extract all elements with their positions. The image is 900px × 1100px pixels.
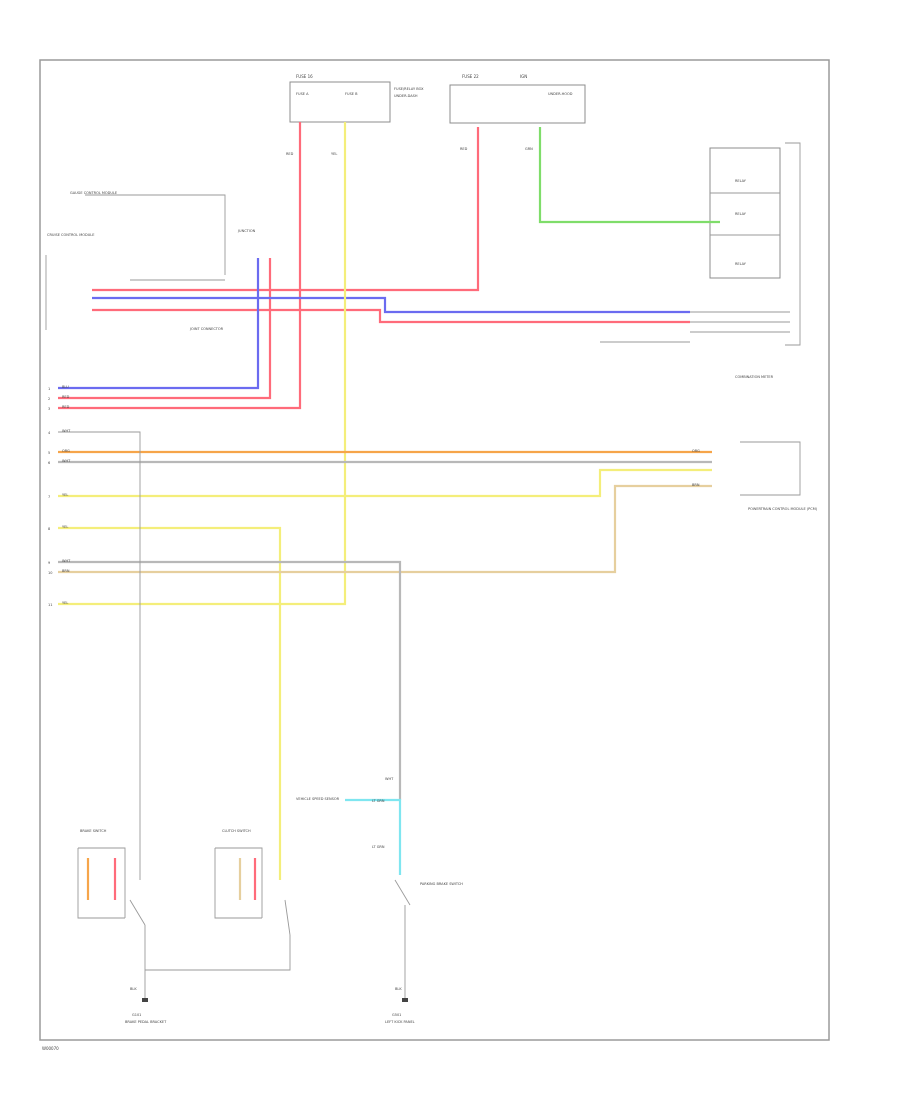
svg-text:PARKING BRAKE SWITCH: PARKING BRAKE SWITCH [420, 882, 463, 886]
junction-connector: JUNCTION JOINT CONNECTOR [189, 229, 256, 331]
svg-text:RELAY: RELAY [735, 262, 747, 266]
svg-text:BLK: BLK [395, 987, 402, 991]
svg-text:8: 8 [48, 527, 50, 531]
svg-text:IGN: IGN [520, 74, 527, 79]
svg-text:RELAY: RELAY [735, 179, 747, 183]
svg-text:G101: G101 [132, 1013, 141, 1017]
svg-text:YEL: YEL [62, 601, 68, 605]
svg-text:9: 9 [48, 561, 50, 565]
svg-text:WHT: WHT [385, 777, 394, 781]
svg-text:GRN: GRN [525, 147, 533, 151]
svg-text:COMBINATION METER: COMBINATION METER [735, 375, 774, 379]
svg-text:UNDER-DASH: UNDER-DASH [394, 94, 418, 98]
svg-text:11: 11 [48, 603, 52, 607]
svg-text:ORG: ORG [62, 449, 70, 453]
svg-text:1: 1 [48, 387, 50, 391]
svg-text:BRN: BRN [62, 569, 70, 573]
svg-text:FUSE 22: FUSE 22 [462, 74, 479, 79]
svg-text:ORG: ORG [692, 449, 700, 453]
svg-text:LT GRN: LT GRN [372, 845, 385, 849]
svg-text:CLUTCH SWITCH: CLUTCH SWITCH [222, 829, 251, 833]
fuse-box-left: FUSE 16 FUSE A FUSE B FUSE/RELAY BOX UND… [289, 74, 424, 123]
diagram-frame [39, 59, 830, 1041]
fuse-box-right: FUSE 22 IGN UNDER-HOOD [449, 74, 586, 124]
svg-text:BRAKE PEDAL BRACKET: BRAKE PEDAL BRACKET [125, 1020, 167, 1024]
svg-text:BRAKE SWITCH: BRAKE SWITCH [80, 829, 107, 833]
svg-text:JUNCTION: JUNCTION [237, 229, 256, 233]
footer-code: W00070 [42, 1046, 59, 1051]
relay-module-right: RELAY RELAY RELAY COMBINATION METER [709, 142, 801, 379]
svg-text:JOINT CONNECTOR: JOINT CONNECTOR [189, 327, 224, 331]
svg-text:WHT: WHT [62, 559, 71, 563]
svg-text:BLK: BLK [130, 987, 137, 991]
svg-text:G501: G501 [392, 1013, 401, 1017]
svg-text:FUSE A: FUSE A [296, 92, 309, 96]
svg-text:FUSE B: FUSE B [345, 92, 358, 96]
svg-text:RELAY: RELAY [735, 212, 747, 216]
svg-text:GAUGE CONTROL MODULE: GAUGE CONTROL MODULE [70, 191, 117, 195]
svg-text:UNDER-HOOD: UNDER-HOOD [548, 92, 573, 96]
parking-brake-switch: PARKING BRAKE SWITCH VEHICLE SPEED SENSO… [296, 797, 463, 1000]
ground-right: G501 LEFT KICK PANEL [385, 998, 415, 1024]
svg-text:6: 6 [48, 461, 50, 465]
svg-text:4: 4 [48, 431, 51, 435]
clutch-switch: CLUTCH SWITCH [145, 829, 291, 971]
ground-left: G101 BRAKE PEDAL BRACKET [125, 998, 167, 1024]
svg-text:BRN: BRN [692, 483, 700, 487]
svg-text:LEFT KICK PANEL: LEFT KICK PANEL [385, 1020, 415, 1024]
svg-text:5: 5 [48, 451, 50, 455]
left-pin-numbers: 1 2 3 4 5 6 7 8 9 10 11 [48, 387, 52, 607]
svg-text:3: 3 [48, 407, 50, 411]
svg-text:WHT: WHT [62, 459, 71, 463]
svg-text:YEL: YEL [62, 493, 68, 497]
svg-text:RED: RED [460, 147, 468, 151]
pcm-connector: POWERTRAIN CONTROL MODULE (PCM) [740, 441, 818, 511]
svg-text:FUSE 16: FUSE 16 [296, 74, 313, 79]
svg-text:YEL: YEL [62, 525, 68, 529]
svg-text:POWERTRAIN CONTROL MODULE (PCM: POWERTRAIN CONTROL MODULE (PCM) [748, 507, 818, 511]
svg-text:RED: RED [62, 395, 70, 399]
svg-text:CRUISE CONTROL MODULE: CRUISE CONTROL MODULE [47, 233, 94, 237]
svg-text:RED: RED [286, 152, 294, 156]
svg-text:2: 2 [48, 397, 50, 401]
svg-text:RED: RED [62, 405, 70, 409]
brake-switch: BRAKE SWITCH [77, 829, 146, 1000]
svg-text:BLU: BLU [62, 385, 69, 389]
svg-text:10: 10 [48, 571, 52, 575]
svg-text:7: 7 [48, 495, 50, 499]
svg-text:VEHICLE SPEED SENSOR: VEHICLE SPEED SENSOR [296, 797, 340, 801]
module-left: CRUISE CONTROL MODULE GAUGE CONTROL MODU… [45, 191, 226, 330]
svg-text:LT GRN: LT GRN [372, 799, 385, 803]
svg-text:FUSE/RELAY BOX: FUSE/RELAY BOX [394, 87, 424, 91]
svg-text:WHT: WHT [62, 429, 71, 433]
svg-text:YEL: YEL [331, 152, 337, 156]
